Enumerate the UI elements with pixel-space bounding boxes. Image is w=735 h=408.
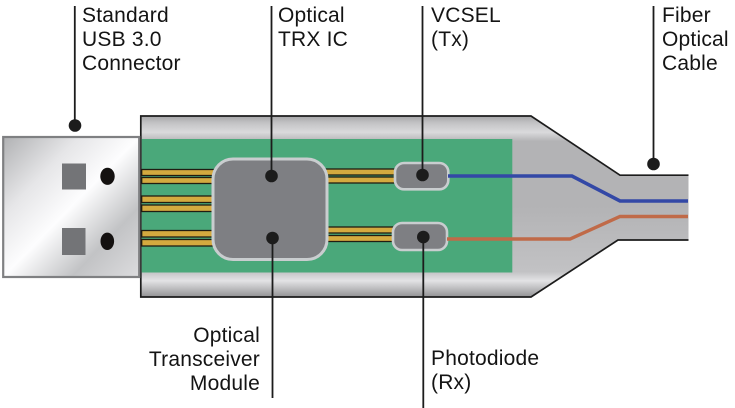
label-line: Cable	[662, 52, 718, 75]
leader-dot-fiber-cable	[647, 157, 660, 171]
leader-dot-trx-ic	[265, 169, 278, 183]
label-vcsel: VCSEL (Tx)	[431, 4, 501, 52]
copper-trace	[141, 204, 217, 213]
label-line: Module	[189, 372, 260, 395]
cable-housing-outline	[139, 115, 689, 298]
label-line: Connector	[82, 52, 181, 75]
usb-contact-pin-top	[100, 167, 115, 185]
leader-dot-transceiver-module	[266, 231, 279, 245]
copper-trace	[323, 226, 397, 234]
label-line: Photodiode	[431, 347, 540, 370]
copper-trace	[141, 238, 217, 247]
label-line: Transceiver	[148, 348, 260, 371]
label-line: Optical	[193, 324, 260, 347]
copper-trace	[141, 176, 217, 185]
label-line: VCSEL	[431, 4, 501, 27]
label-line: Optical	[662, 28, 729, 51]
label-fiber-cable: Fiber Optical Cable	[662, 4, 729, 76]
usb-connector-shell	[2, 135, 141, 279]
leader-dot-photodiode	[417, 230, 430, 244]
tx-fiber-line	[448, 174, 688, 203]
optical-trx-ic-chip	[211, 157, 329, 261]
leader-dot-vcsel	[416, 168, 429, 182]
label-transceiver-module: Optical Transceiver Module	[30, 324, 260, 396]
label-line: (Rx)	[431, 371, 472, 394]
label-photodiode: Photodiode (Rx)	[431, 347, 539, 395]
label-line: (Tx)	[431, 28, 470, 51]
copper-trace	[323, 234, 397, 243]
label-line: USB 3.0	[82, 28, 162, 51]
rx-fiber-line	[447, 214, 688, 241]
leader-dot-usb-connector	[68, 119, 82, 132]
label-trx-ic: Optical TRX IC	[278, 4, 348, 52]
copper-trace	[141, 229, 217, 238]
label-line: Optical	[278, 4, 345, 27]
copper-trace	[141, 168, 217, 177]
usb-contact-square-top	[62, 163, 86, 190]
label-line: TRX IC	[278, 28, 349, 51]
label-line: Fiber	[662, 4, 711, 27]
copper-trace	[323, 168, 399, 176]
usb-contact-square-bottom	[62, 228, 86, 255]
usb-contact-pin-bottom	[100, 232, 115, 250]
label-usb-connector: Standard USB 3.0 Connector	[82, 4, 181, 76]
label-line: Standard	[82, 4, 169, 27]
copper-trace	[141, 195, 217, 204]
copper-trace	[323, 176, 399, 184]
